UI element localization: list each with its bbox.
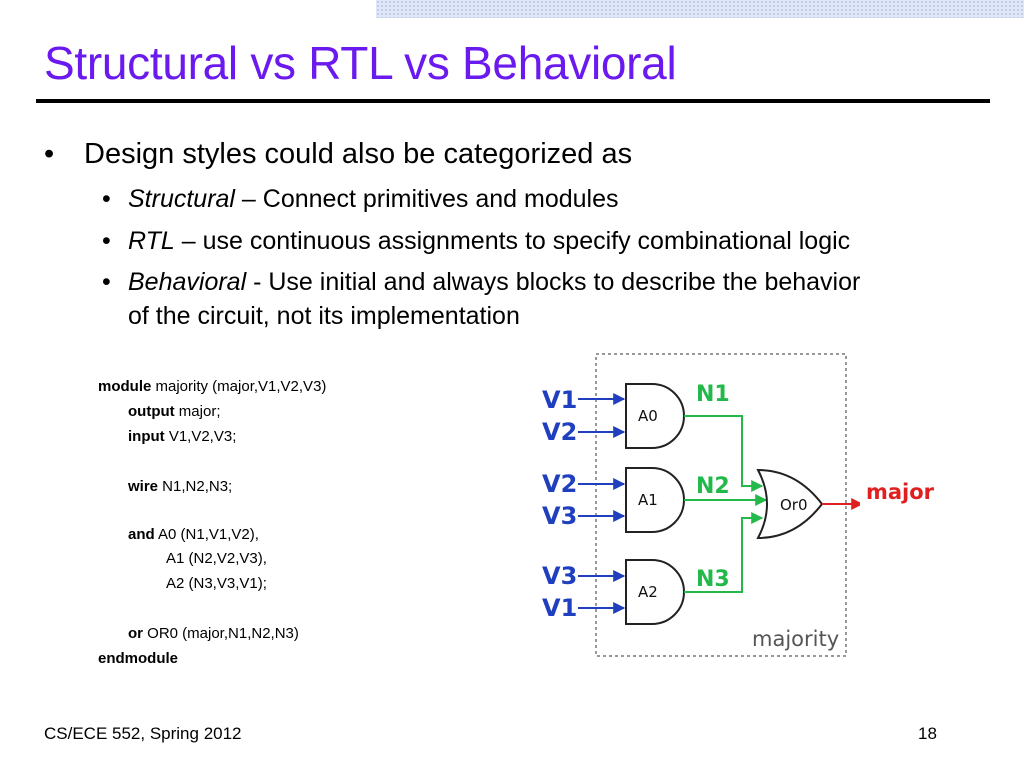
- header-decoration: [376, 0, 1024, 18]
- input-label: V1: [542, 386, 577, 414]
- input-label: V2: [542, 470, 577, 498]
- slide-title: Structural vs RTL vs Behavioral: [44, 37, 677, 89]
- code-line-module: module majority (major,V1,V2,V3): [98, 378, 327, 395]
- input-label: V3: [542, 502, 577, 530]
- majority-circuit-diagram: V1 V2 V2 V3 V3 V1 A0 A1 A2 N1 N2 N3 Or0: [542, 353, 860, 657]
- and-gate-a2: [625, 559, 685, 625]
- input-label: V3: [542, 562, 577, 590]
- sub-bullet-term: Behavioral: [128, 268, 247, 296]
- code-line-wire: wire N1,N2,N3;: [128, 478, 233, 495]
- title-rule: [36, 99, 990, 103]
- sub-bullet-sep: –: [174, 227, 203, 255]
- and-gate-a1: [625, 467, 685, 533]
- gate-label: A1: [638, 491, 658, 509]
- bullet-dot: •: [44, 138, 55, 170]
- module-name-label: majority: [752, 627, 839, 651]
- code-line-output: output major;: [128, 403, 221, 420]
- code-line-or: or OR0 (major,N1,N2,N3): [128, 625, 299, 642]
- sub-bullet-term: Structural: [128, 185, 235, 213]
- code-line-and-a1: A1 (N2,V2,V3),: [166, 550, 267, 567]
- net-wire-n1: [684, 415, 764, 492]
- gate-label: Or0: [780, 496, 808, 514]
- code-line-and-a2: A2 (N3,V3,V1);: [166, 575, 267, 592]
- code-line-endmodule: endmodule: [98, 650, 179, 667]
- sub-bullet-desc: Connect primitives and modules: [262, 185, 619, 213]
- code-line-and: and A0 (N1,V1,V2),: [128, 526, 259, 543]
- footer-course: CS/ECE 552, Spring 2012: [44, 724, 242, 743]
- page-number: 18: [918, 724, 937, 743]
- output-label: major: [866, 480, 935, 504]
- sub-bullet-sep: -: [246, 268, 269, 296]
- sub-bullet-desc: use continuous assignments to specify co…: [202, 227, 851, 255]
- main-bullet-text: Design styles could also be categorized …: [84, 138, 633, 170]
- and-gate-a0: [625, 383, 685, 449]
- sub-bullet-desc-line2: of the circuit, not its implementation: [128, 302, 520, 330]
- gate-label: A2: [638, 583, 658, 601]
- code-line-input: input V1,V2,V3;: [128, 428, 237, 445]
- net-label: N2: [696, 474, 730, 499]
- sub-bullet-term: RTL: [128, 227, 175, 255]
- bullet-dot: •: [102, 227, 111, 255]
- bullet-dot: •: [102, 185, 111, 213]
- gate-label: A0: [638, 407, 658, 425]
- sub-bullet-desc: Use initial and always blocks to describ…: [268, 268, 861, 296]
- net-label: N1: [696, 382, 730, 407]
- input-label: V1: [542, 594, 577, 622]
- net-label: N3: [696, 567, 730, 592]
- input-label: V2: [542, 418, 577, 446]
- bullet-dot: •: [102, 268, 111, 296]
- sub-bullet-sep: –: [234, 185, 263, 213]
- or-gate-or0: [756, 468, 824, 540]
- net-wire-n3: [684, 512, 764, 593]
